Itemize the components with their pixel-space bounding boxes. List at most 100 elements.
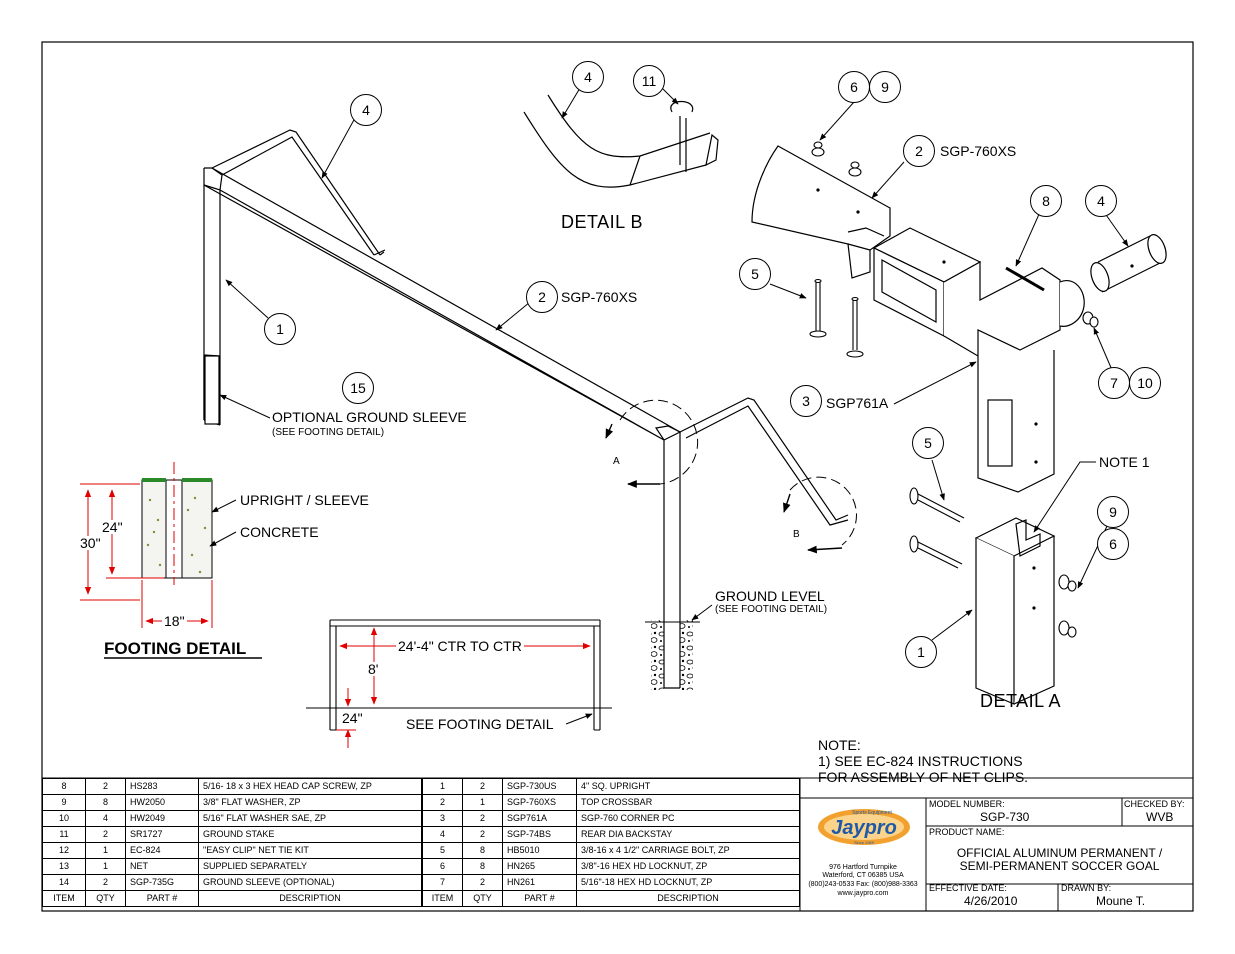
detail-b-drawing (523, 94, 719, 188)
description-cell: 4" SQ. UPRIGHT (576, 778, 800, 795)
sheet-border (41, 41, 1194, 912)
company-phone: (800)243-0533 Fax: (800)988-3363 (808, 881, 918, 888)
detail-marker-a: A (613, 456, 620, 467)
description-cell: GROUND STAKE (198, 826, 422, 843)
detail-a-callout-6: 6 (838, 71, 870, 103)
detail-circles (619, 399, 857, 546)
company-address-1: 976 Hartford Turnpike (829, 864, 897, 871)
callout-2-label: SGP-760XS (561, 289, 638, 305)
checked-by-value: WVB (1146, 810, 1174, 824)
callout-15-sleeve: 15 (342, 372, 374, 404)
bom-header-cell: QTY (462, 890, 503, 907)
description-cell: SGP-760 CORNER PC (576, 810, 800, 827)
qty-cell: 1 (85, 858, 126, 875)
logo-tagline: Sports Equipment (852, 810, 892, 816)
part-cell: HN261 (502, 874, 577, 891)
footing-dim-30: 30" (78, 535, 103, 551)
detail-a-callout-2-label: SGP-760XS (940, 143, 1017, 159)
description-cell: 5/16"-18 HEX HD LOCKNUT, ZP (576, 874, 800, 891)
jaypro-logo: Jaypro Sports Equipment Since 1969 (818, 809, 910, 845)
detail-a-callout-6b: 6 (1097, 528, 1129, 560)
part-cell: EC-824 (125, 842, 199, 859)
item-cell: 8 (42, 778, 86, 795)
qty-cell: 8 (85, 794, 126, 811)
description-cell: 3/8"-16 HEX HD LOCKNUT, ZP (576, 858, 800, 875)
detail-a-callout-5b: 5 (912, 427, 944, 459)
detail-a-callout-5: 5 (739, 258, 771, 290)
detail-a-callout-9: 9 (869, 71, 901, 103)
item-cell: 1 (422, 778, 463, 795)
part-cell: SGP-760XS (502, 794, 577, 811)
footing-upright-label: UPRIGHT / SLEEVE (240, 492, 369, 508)
part-cell: HN265 (502, 858, 577, 875)
qty-cell: 4 (85, 810, 126, 827)
qty-cell: 8 (462, 842, 503, 859)
part-cell: HW2050 (125, 794, 199, 811)
product-name-label: PRODUCT NAME: (929, 827, 1005, 837)
callout-4-backstay: 4 (350, 94, 382, 126)
ground-sleeve-note: (SEE FOOTING DETAIL) (272, 427, 385, 438)
description-cell: 3/8" FLAT WASHER, ZP (198, 794, 422, 811)
qty-cell: 1 (85, 842, 126, 859)
description-cell: REAR DIA BACKSTAY (576, 826, 800, 843)
detail-b-title: DETAIL B (561, 212, 644, 232)
footing-graphic (141, 462, 213, 585)
detail-b-callout-4: 4 (572, 61, 604, 93)
item-cell: 3 (422, 810, 463, 827)
detail-a-callout-3-label: SGP761A (826, 395, 889, 411)
bom-header-cell: PART # (125, 890, 199, 907)
part-cell: SGP-74BS (502, 826, 577, 843)
detail-a-callout-9b: 9 (1097, 496, 1129, 528)
description-cell: 3/8-16 x 4 1/2" CARRIAGE BOLT, ZP (576, 842, 800, 859)
callout-1-upright: 1 (264, 313, 296, 345)
item-cell: 10 (42, 810, 86, 827)
detail-a-hardware (809, 141, 1099, 638)
bom-header-cell: DESCRIPTION (576, 890, 800, 907)
part-cell: NET (125, 858, 199, 875)
detail-a-callout-8: 8 (1030, 185, 1062, 217)
company-address-2: Waterford, CT 06385 USA (822, 872, 904, 879)
footing-dim-24: 24" (100, 519, 125, 535)
detail-a-callout-2: 2 (903, 135, 935, 167)
qty-cell: 2 (462, 778, 503, 795)
qty-cell: 2 (85, 826, 126, 843)
note-line-1: 1) SEE EC-824 INSTRUCTIONS (818, 753, 1023, 769)
qty-cell: 2 (462, 874, 503, 891)
qty-cell: 2 (85, 778, 126, 795)
model-number-value: SGP-730 (980, 810, 1030, 824)
item-cell: 6 (422, 858, 463, 875)
frame-depth-dim: 24" (340, 710, 365, 726)
qty-cell: 1 (462, 794, 503, 811)
part-cell: HS283 (125, 778, 199, 795)
description-cell: 5/16" FLAT WASHER SAE, ZP (198, 810, 422, 827)
model-number-label: MODEL NUMBER: (929, 799, 1005, 809)
detail-a-callout-3: 3 (790, 385, 822, 417)
detail-a-callout-10: 10 (1129, 367, 1161, 399)
frame-height-dim: 8' (366, 661, 381, 677)
ground-sleeve-label: OPTIONAL GROUND SLEEVE (272, 409, 467, 425)
goal-frame (203, 129, 849, 689)
logo-since: Since 1969 (854, 840, 875, 845)
effective-date-label: EFFECTIVE DATE: (929, 883, 1007, 893)
part-cell: HW2049 (125, 810, 199, 827)
effective-date-value: 4/26/2010 (964, 894, 1018, 908)
qty-cell: 2 (462, 826, 503, 843)
product-name-line-1: OFFICIAL ALUMINUM PERMANENT / (956, 846, 1163, 860)
note-line-2: FOR ASSEMBLY OF NET CLIPS. (818, 769, 1029, 785)
item-cell: 13 (42, 858, 86, 875)
item-cell: 9 (42, 794, 86, 811)
part-cell: SGP-735G (125, 874, 199, 891)
